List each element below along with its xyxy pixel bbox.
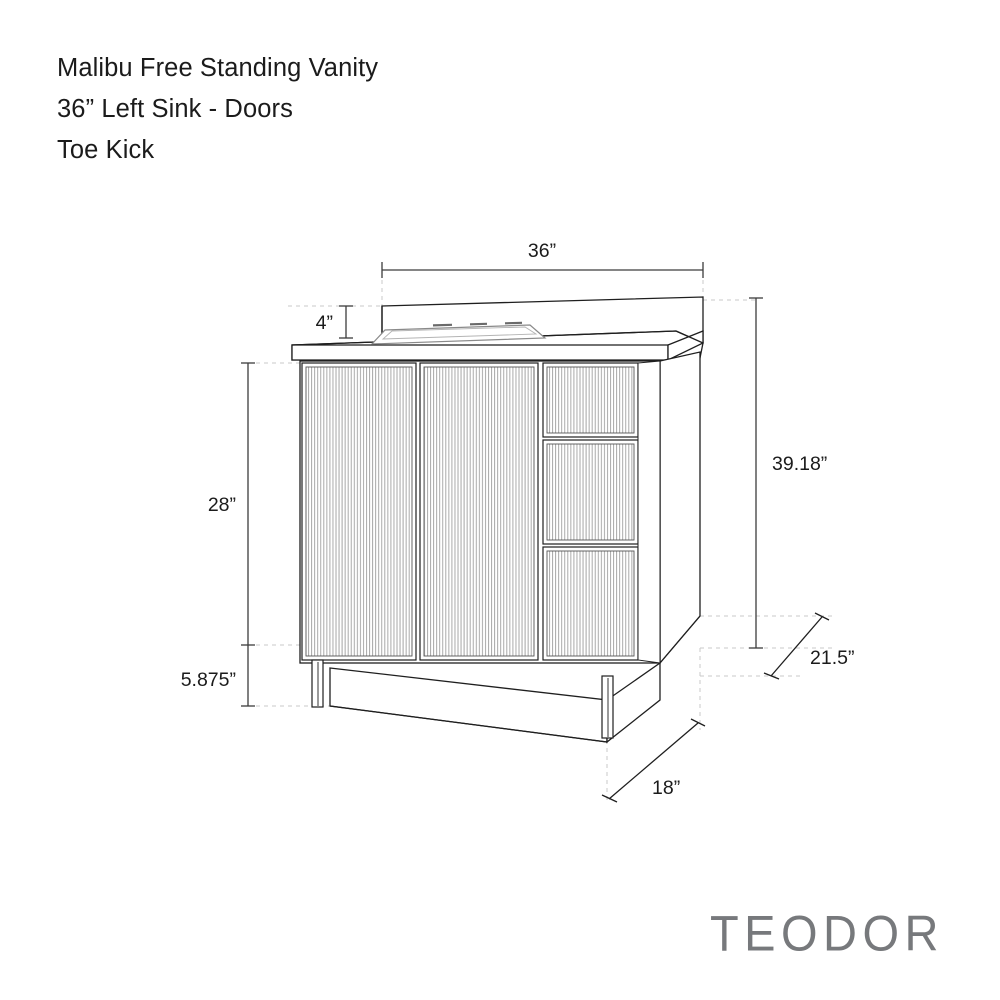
dimension-width-label: 36” bbox=[528, 240, 556, 262]
dimension-width bbox=[381, 262, 704, 278]
dimension-cabinet-height bbox=[241, 362, 255, 646]
side-panel-right bbox=[659, 351, 701, 665]
dimension-counter-depth-label: 21.5” bbox=[810, 647, 854, 669]
title-line-3: Toe Kick bbox=[57, 136, 155, 164]
door-left[interactable] bbox=[301, 362, 417, 661]
dimension-counter-depth bbox=[763, 612, 830, 680]
dimension-cabinet-height-label: 28” bbox=[208, 494, 236, 516]
dimension-backsplash-label: 4” bbox=[316, 312, 333, 334]
dimension-toe-kick-label: 5.875” bbox=[181, 669, 236, 691]
drawer-top[interactable] bbox=[542, 362, 639, 438]
dimension-backsplash bbox=[339, 305, 353, 339]
title-line-2: 36” Left Sink - Doors bbox=[57, 95, 293, 123]
countertop bbox=[291, 330, 704, 362]
toe-kick-base bbox=[329, 661, 661, 744]
vanity-assembly bbox=[291, 296, 704, 744]
depth-edges bbox=[659, 615, 701, 664]
title-block: Malibu Free Standing Vanity 36” Left Sin… bbox=[57, 48, 657, 171]
dimension-total-height bbox=[749, 297, 763, 649]
drawer-bottom[interactable] bbox=[542, 546, 639, 661]
leg-left bbox=[311, 659, 324, 708]
drawer-bank-side bbox=[637, 360, 661, 664]
dimension-toe-kick bbox=[241, 645, 255, 707]
brand-logo: TEODOR bbox=[709, 904, 944, 961]
leg-right bbox=[601, 675, 614, 739]
dimension-total-height-label: 39.18” bbox=[772, 453, 827, 475]
title-line-1: Malibu Free Standing Vanity bbox=[57, 54, 379, 82]
dimension-base-depth bbox=[601, 718, 706, 803]
door-right[interactable] bbox=[419, 362, 539, 661]
dimension-base-depth-label: 18” bbox=[652, 777, 680, 799]
drawer-middle[interactable] bbox=[542, 439, 639, 545]
sink-basin bbox=[370, 321, 547, 345]
